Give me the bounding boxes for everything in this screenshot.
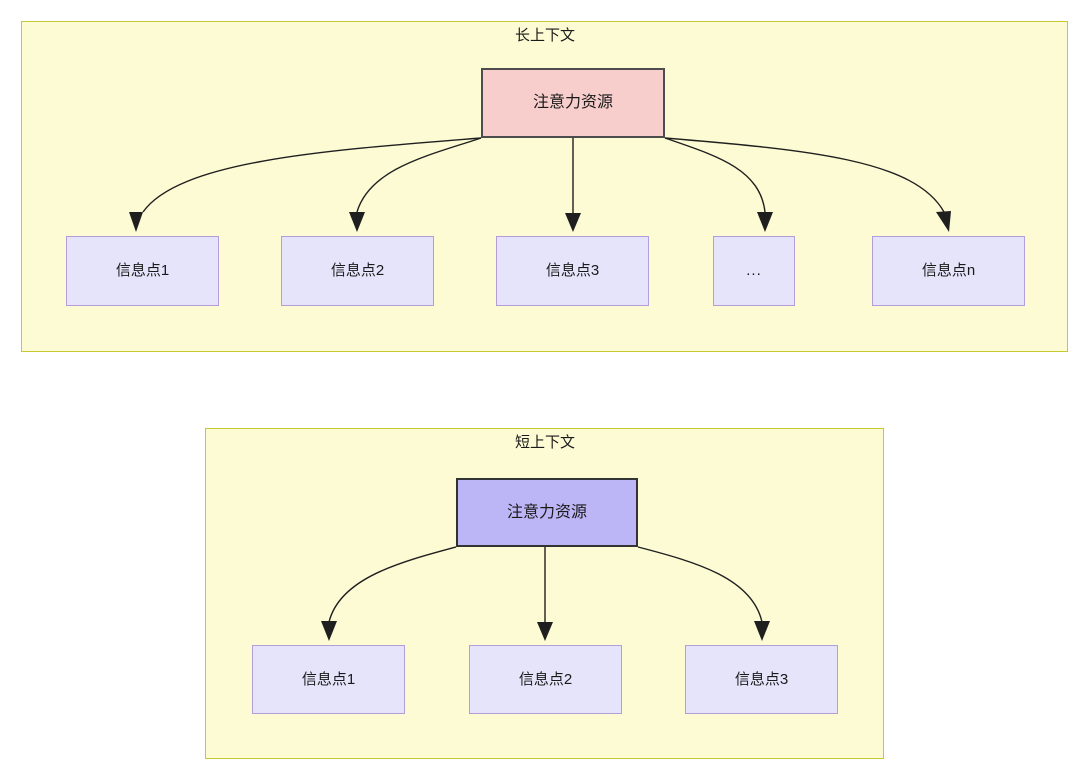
group-long-context-title: 长上下文: [514, 27, 575, 44]
node-label: 信息点2: [518, 670, 573, 688]
node-label: ...: [746, 262, 762, 279]
node-short-info-1[interactable]: 信息点1: [252, 645, 405, 714]
node-long-info-1[interactable]: 信息点1: [66, 236, 219, 306]
node-label: 信息点2: [330, 262, 385, 279]
node-label: 注意力资源: [506, 503, 587, 521]
node-label: 信息点1: [301, 670, 356, 688]
node-long-info-3[interactable]: 信息点3: [496, 236, 649, 306]
node-long-info-ellipsis[interactable]: ...: [713, 236, 795, 306]
node-short-attention-resource[interactable]: 注意力资源: [456, 478, 638, 547]
node-label: 注意力资源: [532, 94, 613, 111]
node-long-attention-resource[interactable]: 注意力资源: [481, 68, 665, 138]
group-short-context-title: 短上下文: [514, 434, 575, 451]
node-label: 信息点3: [545, 262, 600, 279]
node-label: 信息点n: [921, 262, 976, 279]
node-long-info-2[interactable]: 信息点2: [281, 236, 434, 306]
node-long-info-n[interactable]: 信息点n: [872, 236, 1025, 306]
node-label: 信息点1: [115, 262, 170, 279]
node-short-info-3[interactable]: 信息点3: [685, 645, 838, 714]
node-short-info-2[interactable]: 信息点2: [469, 645, 622, 714]
node-label: 信息点3: [734, 670, 789, 688]
